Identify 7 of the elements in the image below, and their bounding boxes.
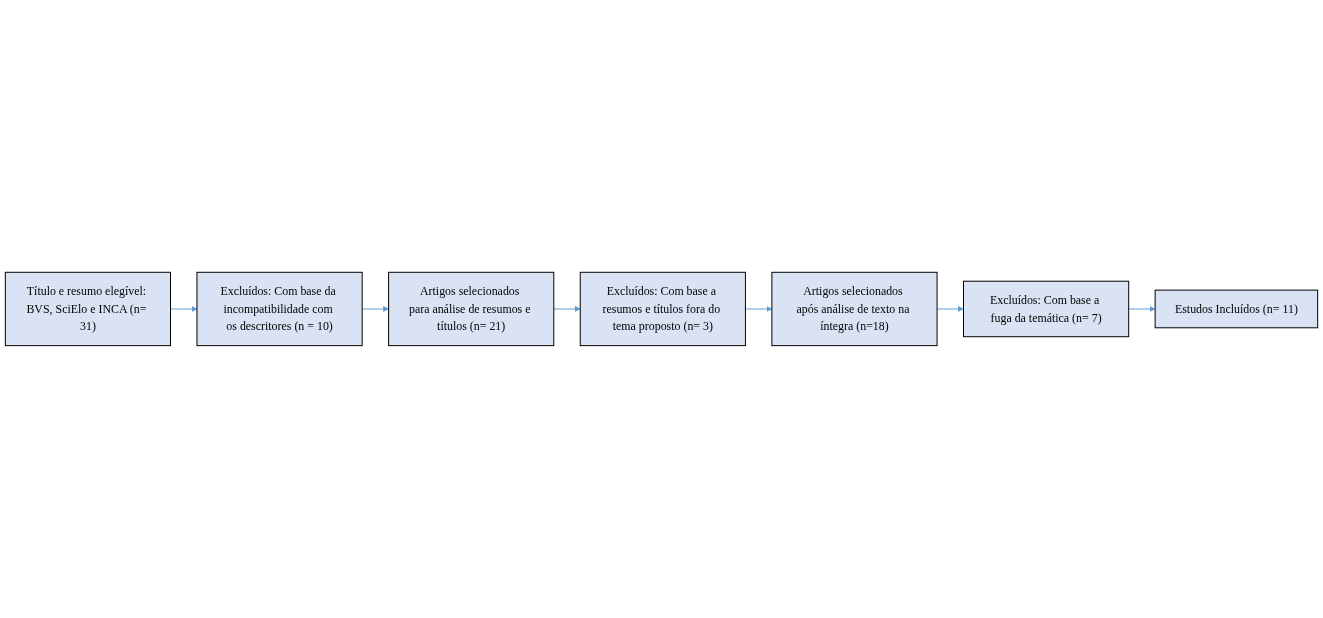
node-box: Artigos selecionados para análise de resumos e títulos (n= 21) bbox=[388, 271, 555, 347]
node-box: Título e resumo elegível: BVS, SciElo e INCA (n= 31) bbox=[4, 271, 172, 347]
node-box: Excluídos: Com base a fuga da temática (n= 7) bbox=[963, 280, 1130, 338]
node-box: Estudos Incluídos (n= 11) bbox=[1154, 289, 1319, 329]
node-box: Excluídos: Com base a resumos e títulos fora do tema proposto (n= 3) bbox=[579, 271, 746, 347]
node-box: Excluídos: Com base da incompatibilidade com os descritores (n = 10) bbox=[196, 271, 363, 347]
node-box: Artigos selecionados após análise de texto na íntegra (n=18) bbox=[771, 271, 938, 347]
